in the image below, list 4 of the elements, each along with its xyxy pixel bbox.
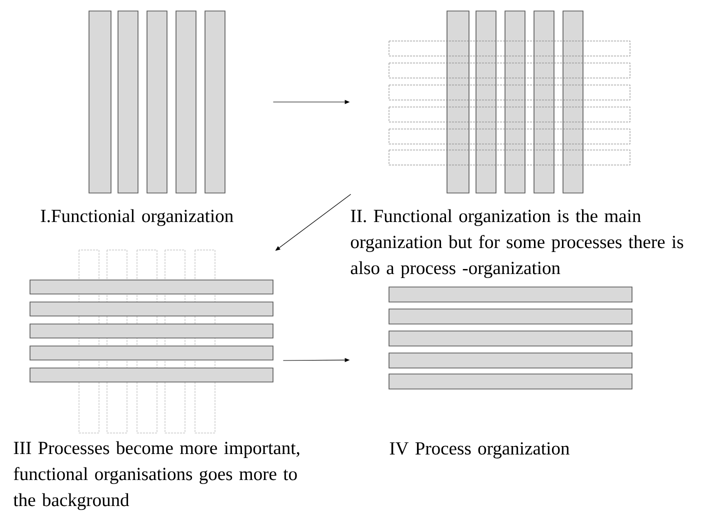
node-label: I.Functionial organization xyxy=(40,209,234,226)
node-label: IV Process organization xyxy=(390,442,570,458)
node-label: II. Functional organization is the main organization but for some processes there is also a process -organization xyxy=(350,209,684,278)
node-label: III Processes become more important, functional organisations goes more to the background xyxy=(13,441,300,510)
